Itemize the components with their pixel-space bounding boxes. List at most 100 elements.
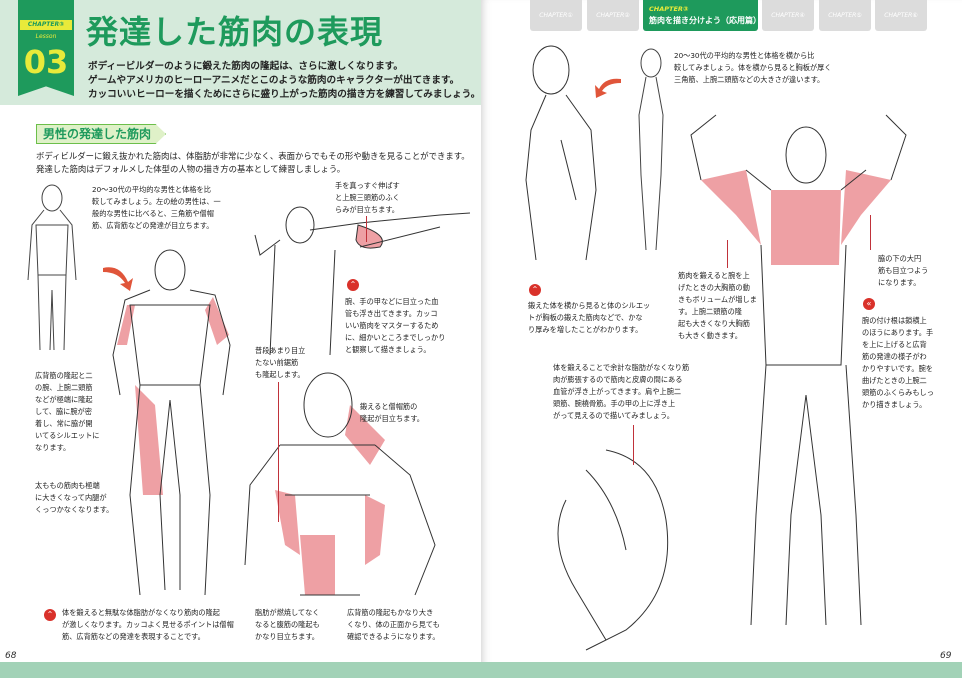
- caption-line: 肉が膨張するので筋肉と皮膚の間にある: [553, 375, 683, 384]
- chevron-up-icon: ⌃: [529, 284, 541, 296]
- caption-fat: 体を鍛えると無駄な体脂肪がなくなり筋肉の隆起 が激しくなります。カッコよく見せる…: [62, 607, 234, 643]
- caption-line: 体を鍛えることで余計な脂肪がなくなり筋: [553, 363, 690, 372]
- upper-body-illustration: [244, 372, 436, 596]
- caption-thigh: 太ももの筋肉も極端 に大きくなって内腿が くっつかなくなります。: [35, 480, 113, 516]
- caption-line: して、脇に腕が密: [35, 407, 92, 416]
- caption-line: 筋、広背筋などの発達を表現することです。: [62, 632, 205, 641]
- lesson-number: 03: [23, 43, 69, 81]
- caption-silhouette: 鍛えた体を横から見ると体のシルエッ トが胸板の鍛えた筋肉などで、かな り厚みを増…: [528, 300, 650, 336]
- caption-line: 筋、広背筋などの発達が目立ちます。: [92, 221, 214, 230]
- lesson-label: Lesson: [35, 33, 57, 40]
- caption-line: も隆起します。: [255, 370, 305, 379]
- caption-serratus: 普段あまり目立 たない前鋸筋 も隆起します。: [255, 345, 305, 381]
- caption-line: 起も大きくなり大胸筋: [678, 319, 750, 328]
- caption-line: 頭筋のふくらみもしっ: [862, 388, 934, 397]
- caption-line: と上腕三頭筋のふく: [335, 193, 400, 202]
- caption-veins: 腕、手の甲などに目立った血 管も浮き出てきます。カッコ いい筋肉をマスターするた…: [345, 296, 445, 356]
- caption-line: す。上腕二頭筋の隆: [678, 307, 742, 316]
- caption-lats: 広背筋の隆起と二 の腕、上腕二頭筋 などが極端に隆起 して、脇に腕が密 着し、常…: [35, 370, 99, 454]
- caption-line: くっつかなくなります。: [35, 505, 114, 514]
- caption-line: などが極端に隆起: [35, 395, 93, 404]
- tab-chapter-3[interactable]: CHAPTER③ 筋肉を描き分けよう（応用篇）: [643, 0, 761, 31]
- caption-line: になります。: [878, 278, 921, 287]
- caption-line: の腕、上腕二頭筋: [35, 383, 93, 392]
- chevron-left-icon: «: [863, 298, 875, 310]
- tab-chapter-6[interactable]: CHAPTER⑥: [875, 0, 927, 31]
- tab-title: 筋肉を描き分けよう（応用篇）: [649, 16, 761, 25]
- caption-line: 血管が浮き上がってきます。肩や上腕二: [553, 387, 682, 396]
- caption-line: 脇の下の大円: [878, 254, 922, 263]
- caption-line: 広背筋の隆起もかなり大き: [347, 608, 434, 617]
- caption-line: 曲げたときの上腕二: [862, 376, 927, 385]
- caption-line: 20～30代の平均的な男性と体格を横から比: [674, 51, 815, 60]
- chevron-up-icon: ⌃: [44, 609, 56, 621]
- page-number: 69: [940, 651, 952, 661]
- caption-line: を上に上げると広背: [862, 340, 927, 349]
- caption-line: り厚みを増したことがわかります。: [528, 325, 643, 334]
- side-view-muscular-illustration: [525, 45, 597, 261]
- caption-line: 腕の付け根は鎖横上: [862, 316, 927, 325]
- chapter-label: CHAPTER③: [20, 20, 72, 30]
- caption-line: 体を鍛えると無駄な体脂肪がなくなり筋肉の隆起: [62, 608, 220, 617]
- caption-line: に、細かいところまでしっかり: [345, 333, 446, 342]
- right-page: CHAPTER① CHAPTER② CHAPTER③ 筋肉を描き分けよう（応用篇…: [481, 0, 962, 678]
- caption-line: が激しくなります。カッコよく見せるポイントは僧帽: [62, 620, 234, 629]
- caption-line: 普段あまり目立: [255, 346, 306, 355]
- tab-chapter-1[interactable]: CHAPTER①: [530, 0, 582, 31]
- body-text: ボディビルダーに鍛え抜かれた筋肉は、体脂肪が非常に少なく、表面からでもその形や動…: [36, 150, 470, 176]
- caption-line: くなり、体の正面から見ても: [347, 620, 440, 629]
- caption-line: 鍛えると僧帽筋の: [360, 402, 418, 411]
- body-line: 発達した筋肉はデフォルメした体型の人物の描き方の基本として練習しましょう。: [36, 164, 346, 174]
- side-view-average-illustration: [638, 48, 664, 251]
- caption-line: なると腹筋の隆起も: [255, 620, 320, 629]
- caption-line: かり描きましょう。: [862, 400, 927, 409]
- muscular-man-illustration: [112, 249, 231, 596]
- lesson-ribbon: [18, 0, 74, 96]
- caption-trapezius: 鍛えると僧帽筋の 隆起が目立ちます。: [360, 401, 424, 425]
- lead-line: カッコいいヒーローを描くためにさらに盛り上がった筋肉の描き方を練習してみましょう…: [88, 89, 481, 100]
- tab-label: CHAPTER③: [649, 5, 689, 13]
- caption-line: も大きく動きます。: [678, 331, 742, 340]
- caption-line: のほうにあります。手: [862, 328, 934, 337]
- tab-chapter-2[interactable]: CHAPTER②: [587, 0, 639, 31]
- caption-line: かりやすいです。腕を: [862, 364, 933, 373]
- caption-pecs: 筋肉を鍛えると腕を上 げたときの大胸筋の動 きもボリュームが増しま す。上腕二頭…: [678, 270, 757, 342]
- caption-line: 20～30代の平均的な男性と体格を比: [92, 185, 211, 194]
- caption-line: 手を真っすぐ伸ばす: [335, 181, 400, 190]
- tab-chapter-5[interactable]: CHAPTER⑤: [819, 0, 871, 31]
- caption-line: 確認できるようになります。: [347, 632, 440, 641]
- caption-line: 筋も目立つよう: [878, 266, 929, 275]
- chevron-up-icon: ⌃: [347, 279, 359, 291]
- page-number: 68: [5, 651, 17, 661]
- caption-line: げたときの大胸筋の動: [678, 283, 750, 292]
- caption-abs: 脂肪が燃焼してなく なると腹筋の隆起も かなり目立ちます。: [255, 607, 320, 643]
- caption-line: に大きくなって内腿が: [35, 493, 107, 502]
- caption-line: 鍛えた体を横から見ると体のシルエッ: [528, 301, 651, 310]
- caption-side: 20～30代の平均的な男性と体格を横から比 較してみましょう。体を横から見ると胸…: [674, 50, 831, 86]
- caption-line: 管も浮き出てきます。カッコ: [345, 309, 438, 318]
- caption-back: 広背筋の隆起もかなり大き くなり、体の正面から見ても 確認できるようになります。: [347, 607, 440, 643]
- caption-line: 較してみましょう。左の絵の男性は、一: [92, 197, 221, 206]
- caption-line: かなり目立ちます。: [255, 632, 319, 641]
- caption-line: 脂肪が燃焼してなく: [255, 608, 320, 617]
- caption-line: 隆起が目立ちます。: [360, 414, 424, 423]
- caption-teres: 脇の下の大円 筋も目立つよう になります。: [878, 253, 928, 289]
- arm-extended-illustration: [254, 206, 471, 356]
- caption-armpit: 腕の付け根は鎖横上 のほうにあります。手 を上に上げると広背 筋の発達の様子がわ…: [862, 315, 934, 411]
- caption-line: がって見えるので描いてみましょう。: [553, 411, 674, 420]
- arrow-icon: [103, 267, 133, 291]
- caption-line: 広背筋の隆起と二: [35, 371, 93, 380]
- caption-line: らみが目立ちます。: [335, 205, 399, 214]
- caption-line: 頭筋、腕橈骨筋。手の甲の上に浮き上: [553, 399, 676, 408]
- caption-line: 筋の発達の様子がわ: [862, 352, 927, 361]
- caption-line: たない前鋸筋: [255, 358, 299, 367]
- arrow-icon: [595, 78, 621, 98]
- header-band: [0, 0, 481, 105]
- tab-chapter-4[interactable]: CHAPTER④: [762, 0, 814, 31]
- caption-line: 腕、手の甲などに目立った血: [345, 297, 439, 306]
- caption-compare: 20～30代の平均的な男性と体格を比 較してみましょう。左の絵の男性は、一 般的…: [92, 184, 221, 232]
- lead-line: ゲームやアメリカのヒーローアニメだとこのような筋肉のキャラクターが出てきます。: [88, 75, 460, 86]
- caption-line: 筋肉を鍛えると腕を上: [678, 271, 750, 280]
- caption-line: と観察して描きましょう。: [345, 345, 431, 354]
- lead-text: ボディービルダーのように鍛えた筋肉の隆起は、さらに激しくなります。 ゲームやアメ…: [88, 60, 480, 102]
